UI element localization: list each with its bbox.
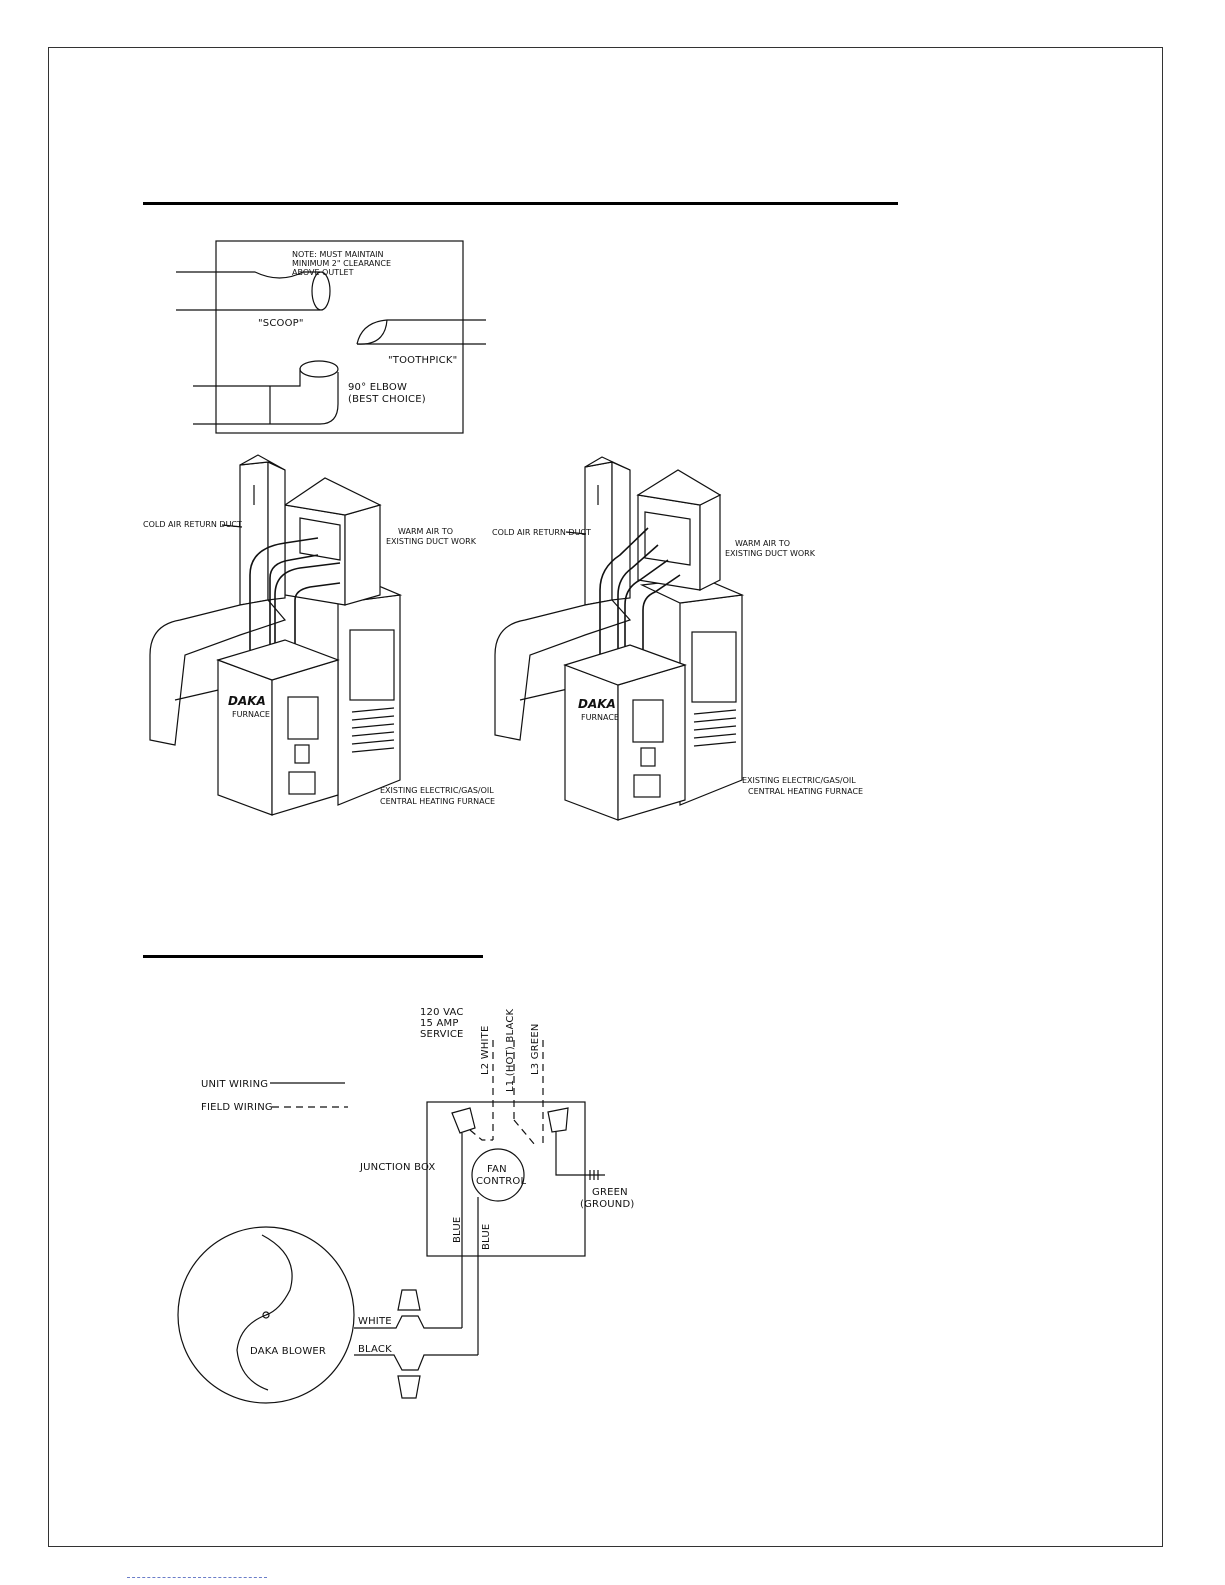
fan-control-label-1: FAN — [487, 1164, 507, 1175]
outlet-detail-frame — [215, 240, 464, 434]
fan-control — [471, 1148, 525, 1202]
wire-nut-white — [451, 1107, 476, 1134]
legend-unit-wiring: UNIT WIRING — [201, 1079, 268, 1090]
green-ground-label-1: GREEN — [592, 1187, 628, 1198]
warm-air-label-left-2: EXISTING DUCT WORK — [386, 537, 477, 546]
warm-air-label-right-2: EXISTING DUCT WORK — [725, 549, 816, 558]
wire-nut-green — [547, 1107, 569, 1133]
page-frame — [48, 47, 1163, 1547]
l3-green-label: L3 GREEN — [530, 1023, 541, 1075]
green-ground-label-2: (GROUND) — [580, 1199, 634, 1210]
flue-pipes-left — [249, 537, 341, 650]
supply-plenum-left — [283, 477, 382, 606]
footer-link-underline — [127, 1577, 267, 1578]
section-rule-installation — [143, 202, 898, 205]
note-line-2: MINIMUM 2" CLEARANCE — [292, 259, 391, 268]
installation-left: DAKA FURNACE COLD AIR RETURN DUCT WARM A… — [143, 454, 495, 816]
warm-air-label-right-1: WARM AIR TO — [735, 539, 790, 548]
existing-label-right-1: EXISTING ELECTRIC/GAS/OIL — [742, 776, 856, 785]
blower-impeller-upper — [261, 1234, 293, 1316]
junction-box-label: JUNCTION BOX — [359, 1162, 436, 1173]
existing-label-right-2: CENTRAL HEATING FURNACE — [748, 787, 863, 796]
cold-air-label-left: COLD AIR RETURN DUCT — [143, 520, 242, 529]
daka-brand-sub-right: FURNACE — [581, 713, 619, 722]
return-duct-right — [494, 456, 632, 741]
daka-blower — [177, 1226, 355, 1404]
toothpick-label: "TOOTHPICK" — [388, 355, 457, 366]
existing-label-left-2: CENTRAL HEATING FURNACE — [380, 797, 495, 806]
installation-right: DAKA FURNACE COLD AIR RETURN DUCT WARM A… — [492, 456, 863, 821]
elbow-label-1: 90° ELBOW — [348, 382, 407, 393]
outlet-detail: NOTE: MUST MAINTAIN MINIMUM 2" CLEARANCE… — [176, 240, 486, 434]
black-lead-label: BLACK — [358, 1344, 392, 1355]
wire-nut-white-lead — [397, 1289, 421, 1311]
legend-field-wiring: FIELD WIRING — [201, 1102, 273, 1113]
blower-impeller-lower — [236, 1314, 269, 1391]
supply-plenum-right — [636, 469, 722, 591]
return-duct-left — [149, 454, 287, 746]
wire-nut-black-lead — [397, 1375, 421, 1399]
l2-white-label: L2 WHITE — [480, 1026, 491, 1076]
toothpick-outlet-drawing — [356, 319, 486, 345]
scoop-label: "SCOOP" — [258, 318, 304, 329]
service-line-3: SERVICE — [420, 1029, 464, 1040]
elbow-label-2: (BEST CHOICE) — [348, 394, 426, 405]
blue-label-1: BLUE — [452, 1217, 463, 1243]
daka-brand-sub-left: FURNACE — [232, 710, 270, 719]
daka-furnace-left — [216, 639, 340, 816]
daka-brand-right: DAKA — [578, 697, 616, 711]
flue-pipes-right — [599, 527, 681, 660]
scoop-outlet-drawing — [176, 271, 331, 311]
fan-control-label-2: CONTROL — [476, 1176, 526, 1187]
service-line-2: 15 AMP — [420, 1018, 459, 1029]
service-line-1: 120 VAC — [420, 1007, 464, 1018]
blue-label-2: BLUE — [481, 1224, 492, 1250]
section-rule-wiring — [143, 955, 483, 958]
l1-hot-black-label: L1 (HOT) BLACK — [505, 1008, 516, 1092]
elbow-outlet-drawing — [193, 360, 339, 425]
wiring-diagram: 120 VAC 15 AMP SERVICE L2 WHITE L1 (HOT)… — [177, 1007, 634, 1404]
white-lead-label: WHITE — [358, 1316, 392, 1327]
note-line-1: NOTE: MUST MAINTAIN — [292, 250, 384, 259]
warm-air-label-left-1: WARM AIR TO — [398, 527, 453, 536]
blower-label: DAKA BLOWER — [250, 1346, 326, 1357]
daka-furnace-right — [563, 644, 687, 821]
daka-brand-left: DAKA — [228, 694, 266, 708]
existing-label-left-1: EXISTING ELECTRIC/GAS/OIL — [380, 786, 494, 795]
cold-air-label-right: COLD AIR RETURN DUCT — [492, 528, 591, 537]
junction-box — [426, 1101, 586, 1257]
